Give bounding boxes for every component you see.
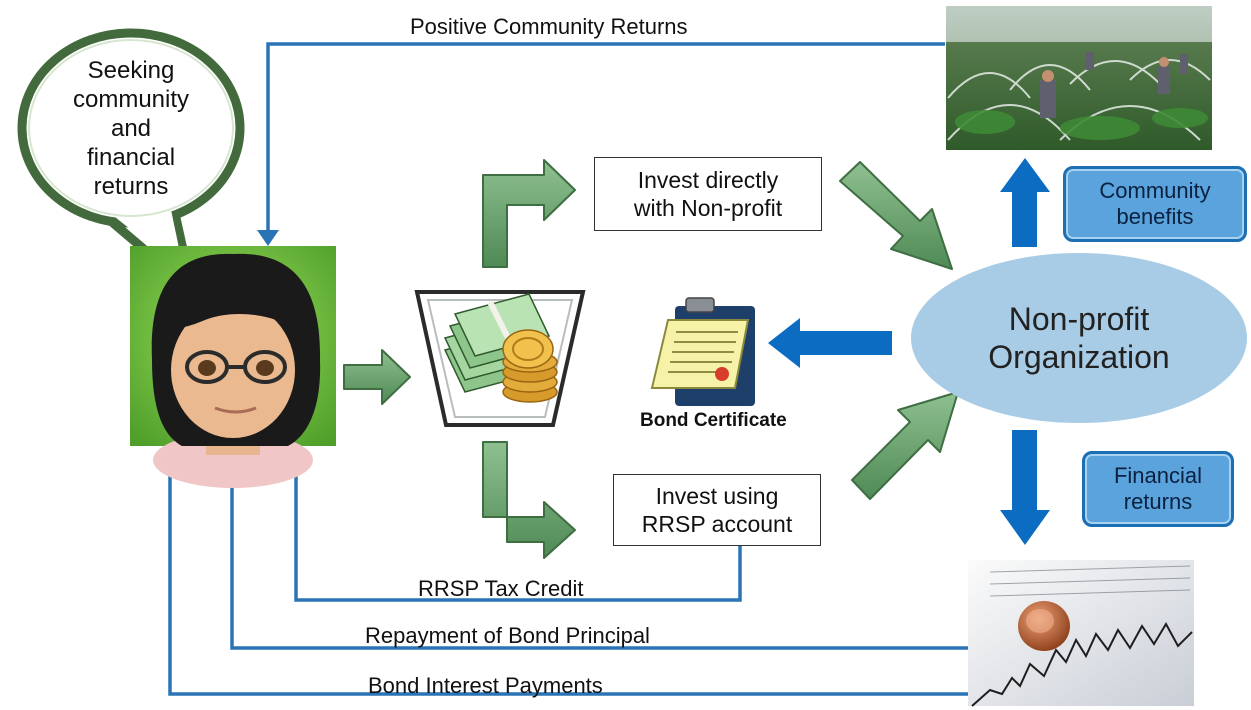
avatar-to-funds-arrow [343, 349, 411, 405]
up-to-community-arrow [1000, 158, 1050, 247]
big-blue-arrows [768, 158, 1050, 545]
bond-interest-flow-line [168, 455, 968, 696]
positive-community-returns-label: Positive Community Returns [410, 14, 688, 39]
bond-certificate-label: Bond Certificate [640, 410, 787, 431]
bond-interest-payments-label: Bond Interest Payments [368, 673, 603, 698]
bubble-line: financial [86, 144, 176, 171]
invest-directly-line: with Non-profit [633, 195, 783, 221]
rrsp-tax-credit-label: RRSP Tax Credit [418, 576, 584, 601]
nonprofit-label: Non-profit Organization [912, 300, 1246, 376]
rrsp-tax-credit-flow-line [294, 455, 742, 602]
bubble-line: and [110, 115, 152, 142]
community-benefits-badge: Community benefits [1063, 166, 1247, 242]
speech-bubble-text: Seeking community and financial returns [52, 56, 210, 201]
funds-icon [414, 290, 586, 427]
community-returns-flow-line [266, 42, 945, 232]
direct-to-nonprofit-arrow [839, 161, 953, 270]
badge-line: Community [1099, 178, 1211, 203]
bond-principal-flow-line [230, 455, 968, 650]
repayment-of-bond-principal-label: Repayment of Bond Principal [365, 623, 650, 648]
nonprofit-ellipse [911, 253, 1247, 423]
badge-line: returns [1123, 489, 1193, 514]
funds-to-direct-arrow [482, 159, 576, 268]
nonprofit-line: Organization [988, 339, 1170, 375]
financial-photo [968, 560, 1194, 707]
bubble-line: returns [93, 173, 169, 200]
badge-line: Financial [1113, 463, 1203, 488]
speech-bubble [17, 28, 245, 295]
bubble-line: community [72, 86, 190, 113]
nonprofit-line: Non-profit [1008, 301, 1150, 337]
nonprofit-to-certificate-arrow [768, 318, 892, 368]
invest-directly-box: Invest directly with Non-profit [594, 157, 822, 231]
green-arrows [343, 159, 959, 559]
invest-rrsp-box: Invest using RRSP account [613, 474, 821, 546]
bubble-line: Seeking [87, 57, 175, 84]
down-to-financial-arrow [1000, 430, 1050, 545]
invest-directly-line: Invest directly [637, 167, 779, 193]
rrsp-to-nonprofit-arrow [851, 391, 959, 500]
flow-lines [168, 42, 968, 696]
greenhouse-photo [946, 6, 1212, 150]
community-returns-arrowhead [257, 230, 279, 246]
bond-certificate-icon [650, 297, 755, 406]
avatar [130, 246, 336, 488]
invest-rrsp-line: RRSP account [641, 511, 793, 537]
funds-to-rrsp-arrow [482, 441, 576, 559]
invest-rrsp-line: Invest using [655, 483, 779, 509]
financial-returns-badge: Financial returns [1082, 451, 1234, 527]
badge-line: benefits [1116, 204, 1194, 229]
